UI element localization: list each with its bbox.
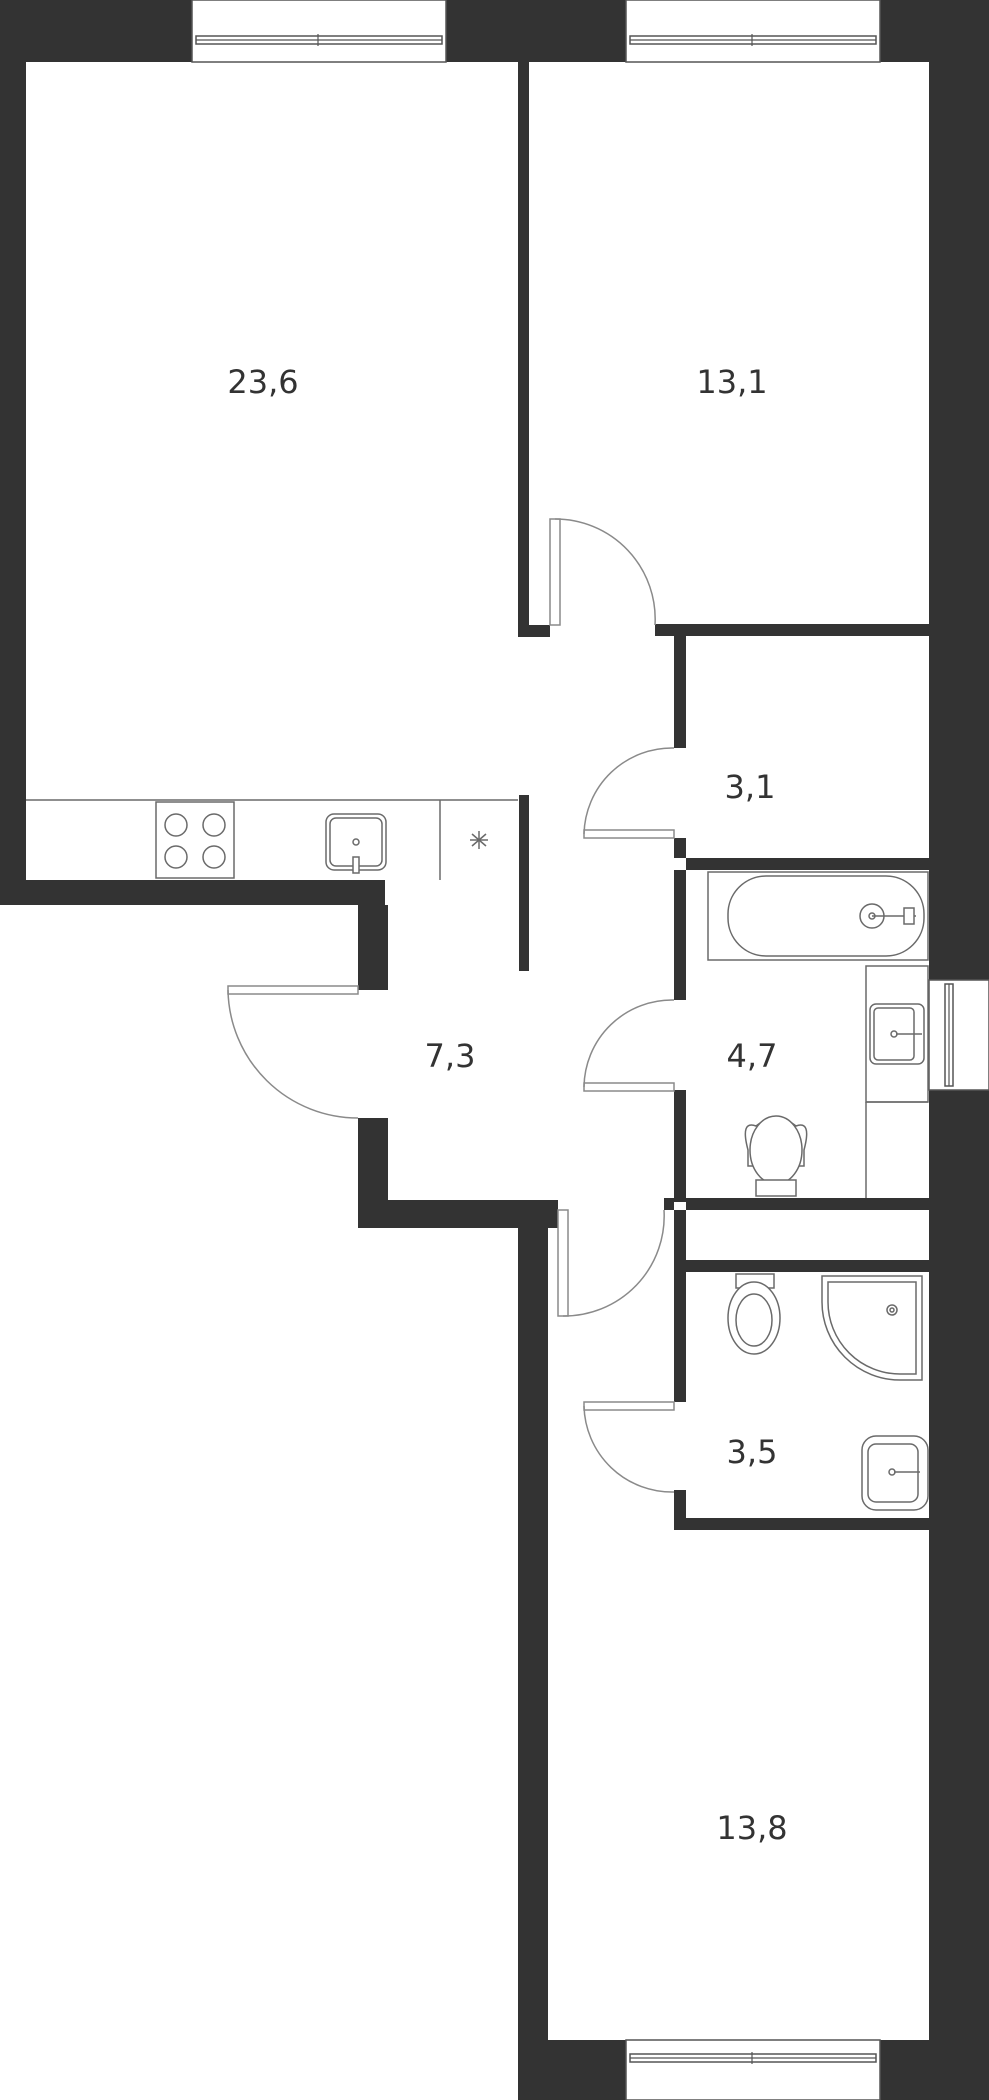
- wall-hall-post: [664, 1198, 674, 1210]
- wall-storage-left-top: [674, 636, 686, 748]
- wall-toilet-bottom: [674, 1518, 929, 1530]
- windows: [191, 0, 989, 2100]
- wall-bottom-left: [0, 880, 385, 905]
- area-label-hallway: 7,3: [425, 1037, 476, 1075]
- door-bedroom1: [549, 518, 656, 626]
- wall-hall-left-upper: [358, 905, 388, 990]
- wall-bath-bottom: [686, 1198, 929, 1210]
- bath-sink-icon: [865, 965, 929, 1198]
- bath-toilet-icon: [744, 1115, 808, 1197]
- wall-living-bedroom1: [518, 56, 529, 636]
- wall-toilet-top: [686, 1260, 929, 1272]
- wall-toilet-left-upper: [674, 1210, 686, 1402]
- wall-living-stub: [518, 625, 550, 637]
- bathroom-fixtures: [707, 871, 929, 1198]
- wall-right-upper: [929, 0, 989, 980]
- window-top-left: [191, 0, 447, 63]
- fridge-icon: [470, 831, 488, 849]
- wall-kitchen-right: [519, 795, 529, 971]
- door-toilet: [583, 1401, 675, 1493]
- area-label-toilet: 3,5: [727, 1433, 778, 1471]
- area-label-bathroom: 4,7: [727, 1037, 778, 1075]
- area-label-bedroom-2: 13,8: [716, 1809, 787, 1847]
- bathtub-icon: [707, 871, 929, 961]
- wall-left: [0, 0, 26, 905]
- wall-bath-left-upper: [674, 870, 686, 1000]
- window-right-bath: [928, 979, 989, 1091]
- wc-icon: [727, 1273, 781, 1355]
- window-top-right: [625, 0, 881, 63]
- wall-storage-left-bottom: [674, 838, 686, 858]
- door-bathroom: [583, 999, 675, 1092]
- window-bottom: [625, 2039, 881, 2100]
- wall-bedroom1-bottom: [655, 624, 929, 636]
- doors: [227, 518, 675, 1493]
- toilet-sink-icon: [861, 1435, 929, 1511]
- area-label-bedroom-1: 13,1: [696, 363, 767, 401]
- shower-icon: [821, 1275, 923, 1381]
- wall-bedroom2-left: [518, 1200, 548, 2100]
- wall-top-left: [0, 0, 192, 62]
- wall-bottom-right-seg: [880, 2040, 989, 2100]
- kitchen-sink-icon: [325, 813, 387, 874]
- door-entrance: [227, 985, 359, 1119]
- toilet-room-fixtures: [727, 1273, 929, 1511]
- interior-walls: [358, 56, 929, 1530]
- wall-bottom-left-seg: [518, 2040, 626, 2100]
- wall-bath-left-lower: [674, 1090, 686, 1202]
- wall-hall-bottom: [358, 1200, 558, 1228]
- door-bedroom2: [557, 1209, 665, 1317]
- area-label-storage: 3,1: [725, 768, 776, 806]
- wall-storage-bottom: [686, 858, 929, 870]
- area-labels: 23,6 13,1 3,1 7,3 4,7 3,5 13,8: [227, 363, 787, 1847]
- wall-right-lower: [929, 1090, 989, 2100]
- wall-top-middle: [446, 0, 626, 62]
- kitchen-counter: [26, 799, 518, 880]
- stove-icon: [155, 801, 235, 879]
- area-label-living-kitchen: 23,6: [227, 363, 298, 401]
- door-storage: [583, 747, 675, 839]
